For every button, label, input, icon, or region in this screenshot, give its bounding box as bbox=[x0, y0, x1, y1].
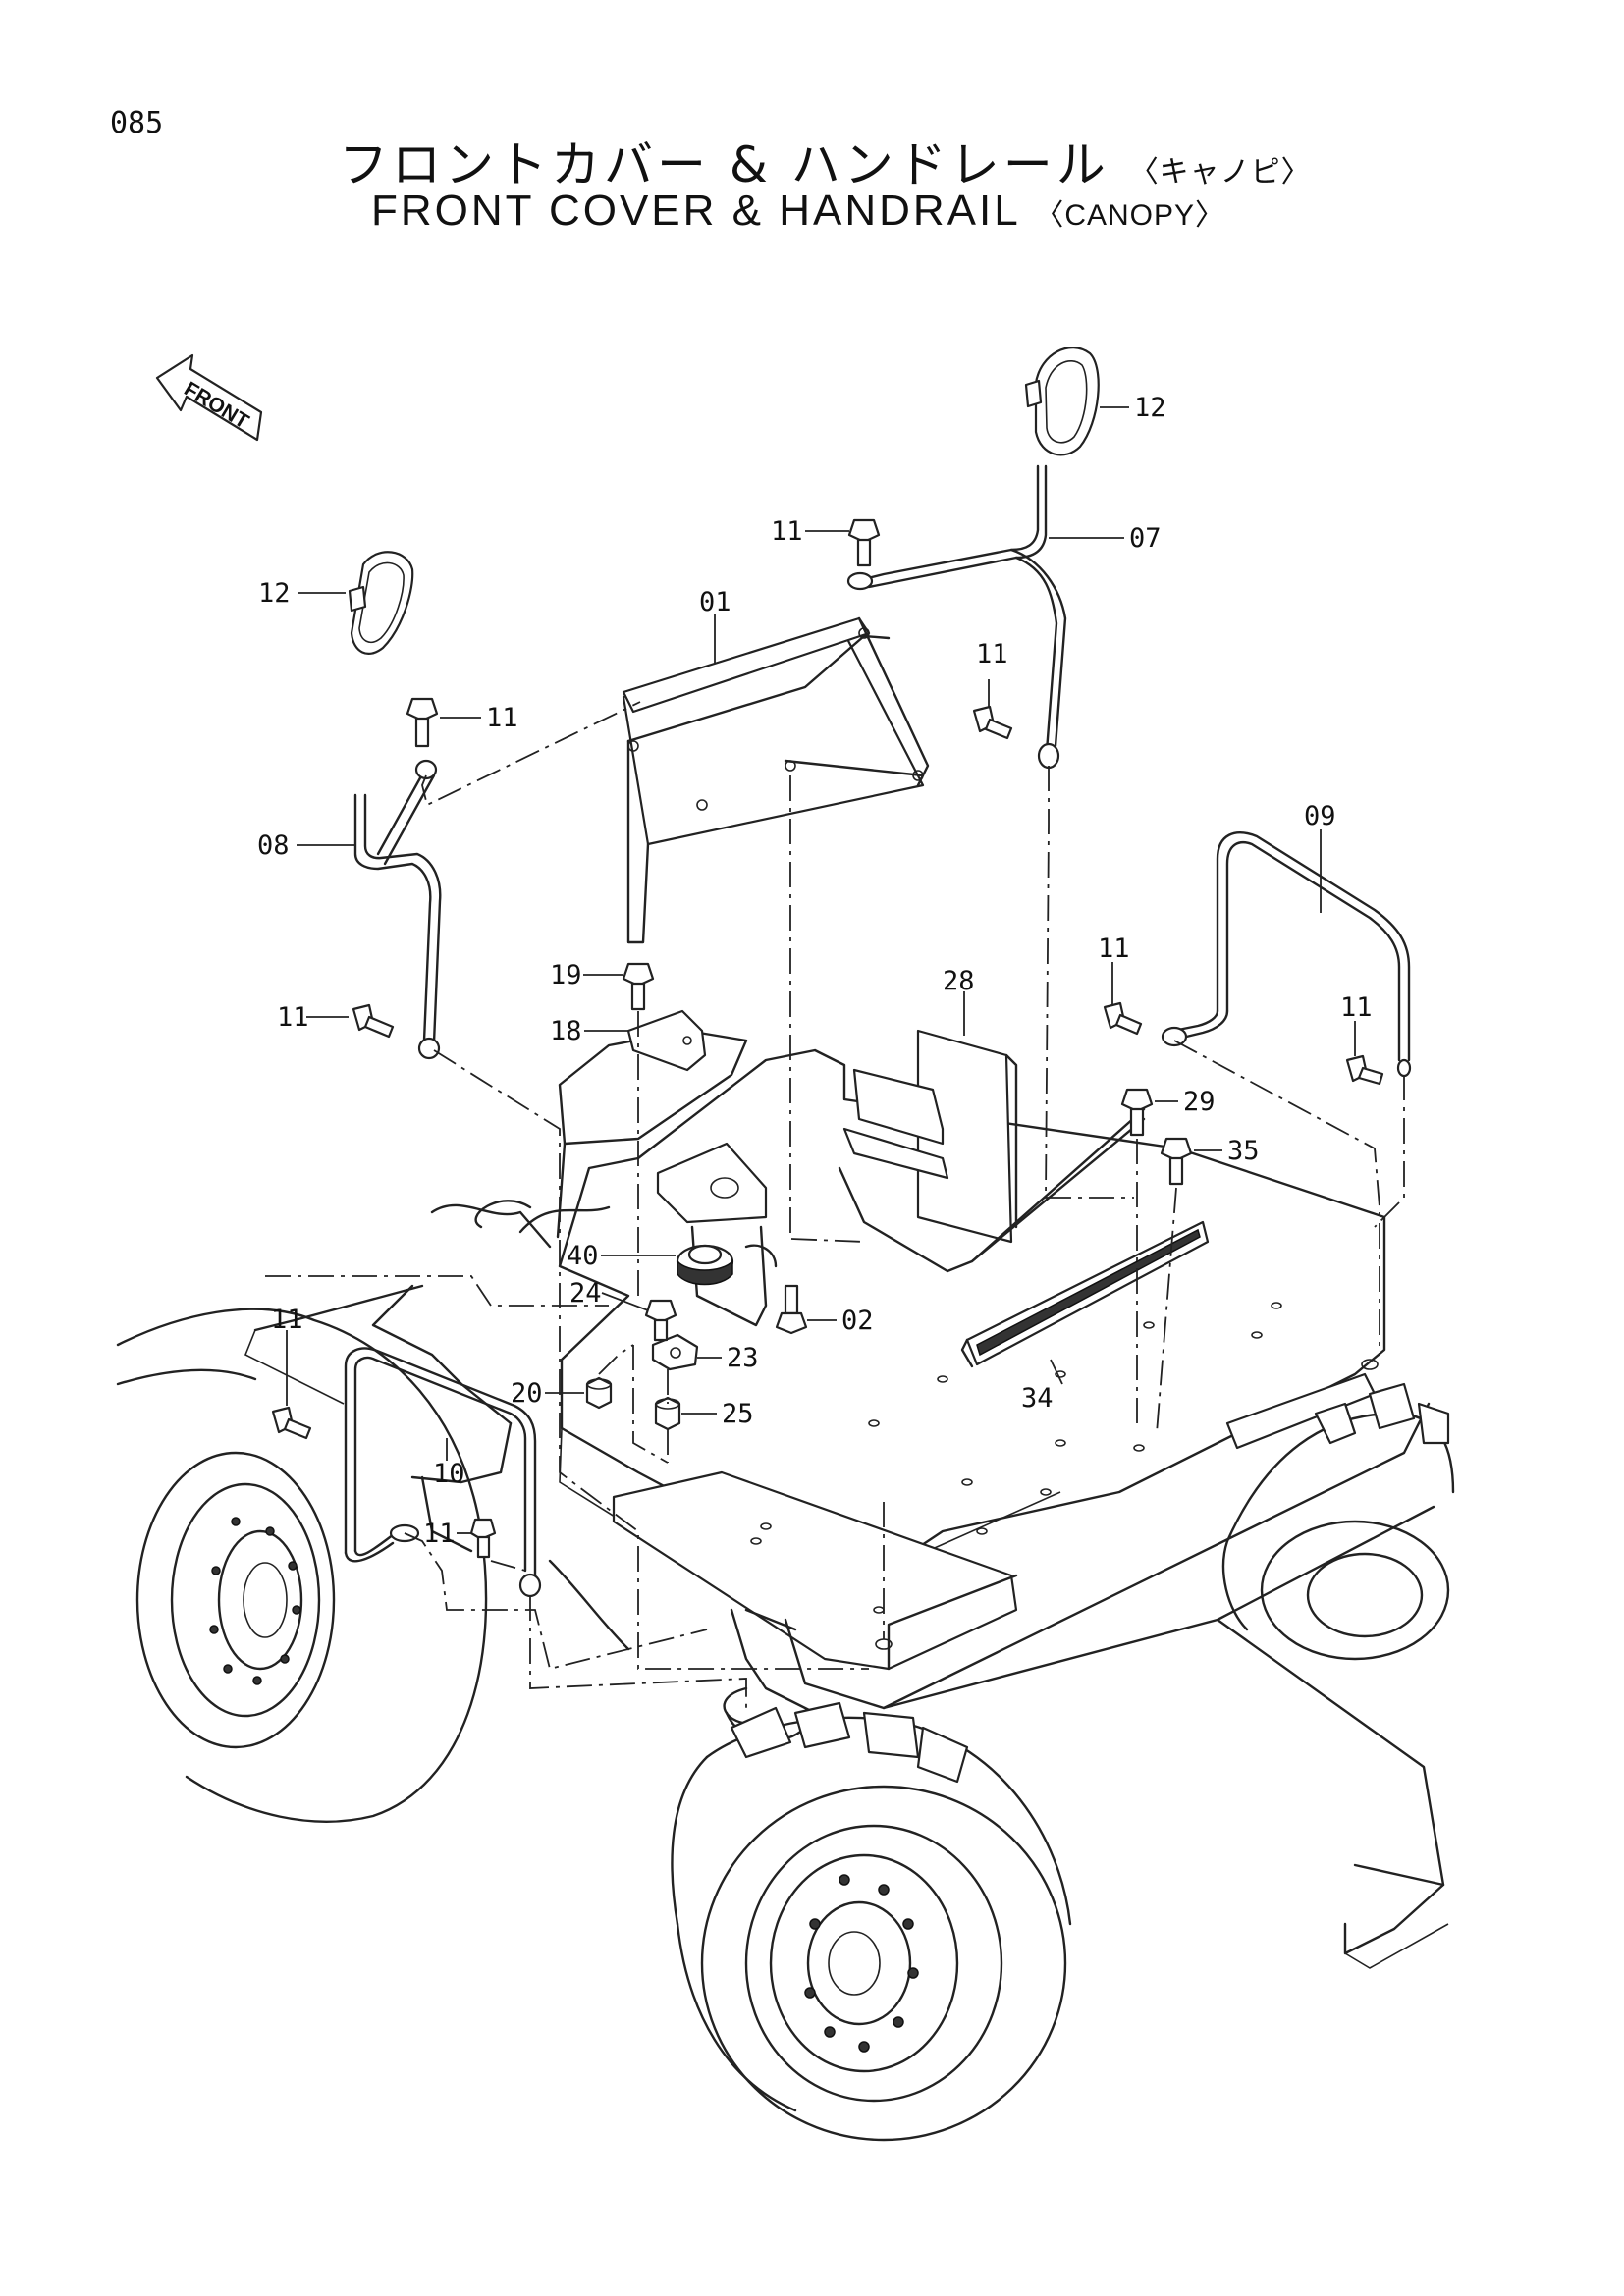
right-rear-tire bbox=[1221, 1382, 1455, 1661]
callout-11-far-right: 11 bbox=[1340, 992, 1373, 1023]
title-english: FRONT COVER & HANDRAIL 〈CANOPY〉 bbox=[371, 187, 1225, 236]
callout-11-right-mid: 11 bbox=[1098, 934, 1130, 964]
callout-29: 29 bbox=[1183, 1087, 1216, 1117]
callout-28: 28 bbox=[943, 966, 975, 996]
callout-11-front-left: 11 bbox=[271, 1305, 303, 1335]
callout-11-left-upper: 11 bbox=[486, 703, 518, 733]
callout-20: 20 bbox=[511, 1378, 543, 1409]
nut-part-20 bbox=[585, 1376, 613, 1410]
callout-10: 10 bbox=[433, 1459, 465, 1489]
callout-40: 40 bbox=[567, 1241, 599, 1271]
callout-24: 24 bbox=[569, 1278, 602, 1308]
title-english-main: FRONT COVER & HANDRAIL bbox=[371, 187, 1020, 235]
front-direction-arrow: FRONT bbox=[155, 353, 263, 442]
handrail-part-08 bbox=[353, 759, 442, 1060]
bolt-part-35 bbox=[1160, 1137, 1193, 1186]
callout-12-right: 12 bbox=[1134, 393, 1166, 423]
bolt-part-11-e bbox=[1103, 1001, 1143, 1036]
bolt-part-11-g bbox=[271, 1406, 312, 1440]
gear-part-40 bbox=[676, 1244, 734, 1286]
bolt-part-29 bbox=[1120, 1088, 1154, 1137]
callout-01: 01 bbox=[699, 587, 731, 617]
assembly-lines bbox=[265, 701, 1405, 1713]
title-japanese-main: フロントカバー & ハンドレール bbox=[339, 136, 1110, 193]
callout-11-bottom-left: 11 bbox=[423, 1519, 456, 1549]
callout-12-left: 12 bbox=[258, 578, 291, 609]
callout-34: 34 bbox=[1021, 1383, 1054, 1414]
bracket-part-23 bbox=[651, 1333, 699, 1371]
left-front-tire bbox=[116, 1308, 488, 1823]
bolt-part-11-b bbox=[406, 697, 439, 748]
bolt-part-11-a bbox=[847, 518, 881, 567]
page-number: 085 bbox=[110, 106, 164, 140]
pedal-bracket-assembly bbox=[656, 1142, 778, 1327]
callout-11-left-mid: 11 bbox=[277, 1002, 309, 1033]
bolt-part-11-h bbox=[469, 1518, 497, 1559]
bolt-part-11-c bbox=[972, 705, 1013, 740]
front-right-tire bbox=[671, 1701, 1072, 2142]
plate-part-34 bbox=[960, 1220, 1210, 1368]
bolts bbox=[271, 518, 1384, 1559]
bolt-part-19 bbox=[622, 962, 655, 1011]
callout-25: 25 bbox=[722, 1399, 754, 1429]
callout-19: 19 bbox=[550, 960, 582, 990]
callout-23: 23 bbox=[727, 1343, 759, 1373]
title-english-sub: 〈CANOPY〉 bbox=[1034, 199, 1226, 232]
bolt-part-24 bbox=[644, 1299, 677, 1342]
callout-09: 09 bbox=[1304, 801, 1336, 831]
front-cover-part-01 bbox=[622, 616, 930, 944]
bolt-part-11-d bbox=[352, 1003, 395, 1039]
callout-08: 08 bbox=[257, 830, 290, 861]
cover-plate-part-18 bbox=[626, 1009, 707, 1072]
callout-11-top: 11 bbox=[771, 516, 803, 547]
callout-07: 07 bbox=[1129, 523, 1162, 554]
bracket-part-28 bbox=[838, 1029, 1146, 1273]
callouts: 12 11 07 12 01 11 11 08 09 19 28 18 11 1… bbox=[257, 393, 1373, 1549]
callout-18: 18 bbox=[550, 1016, 582, 1046]
callout-11-right-upper: 11 bbox=[976, 639, 1008, 669]
title-japanese: フロントカバー & ハンドレール 〈キャノピ〉 bbox=[339, 126, 1312, 196]
handrail-part-09 bbox=[1161, 831, 1412, 1078]
handrail-part-07 bbox=[846, 464, 1067, 770]
machine-body bbox=[244, 1029, 1449, 1969]
callout-02: 02 bbox=[841, 1306, 874, 1336]
nut-part-25 bbox=[654, 1396, 681, 1431]
mirror-left-part-12 bbox=[348, 551, 414, 655]
bolt-part-11-f bbox=[1345, 1054, 1384, 1086]
bolt-part-02 bbox=[775, 1284, 808, 1335]
mirror-right-part-12 bbox=[1024, 347, 1100, 456]
title-japanese-sub: 〈キャノピ〉 bbox=[1128, 155, 1312, 189]
callout-35: 35 bbox=[1227, 1136, 1260, 1166]
